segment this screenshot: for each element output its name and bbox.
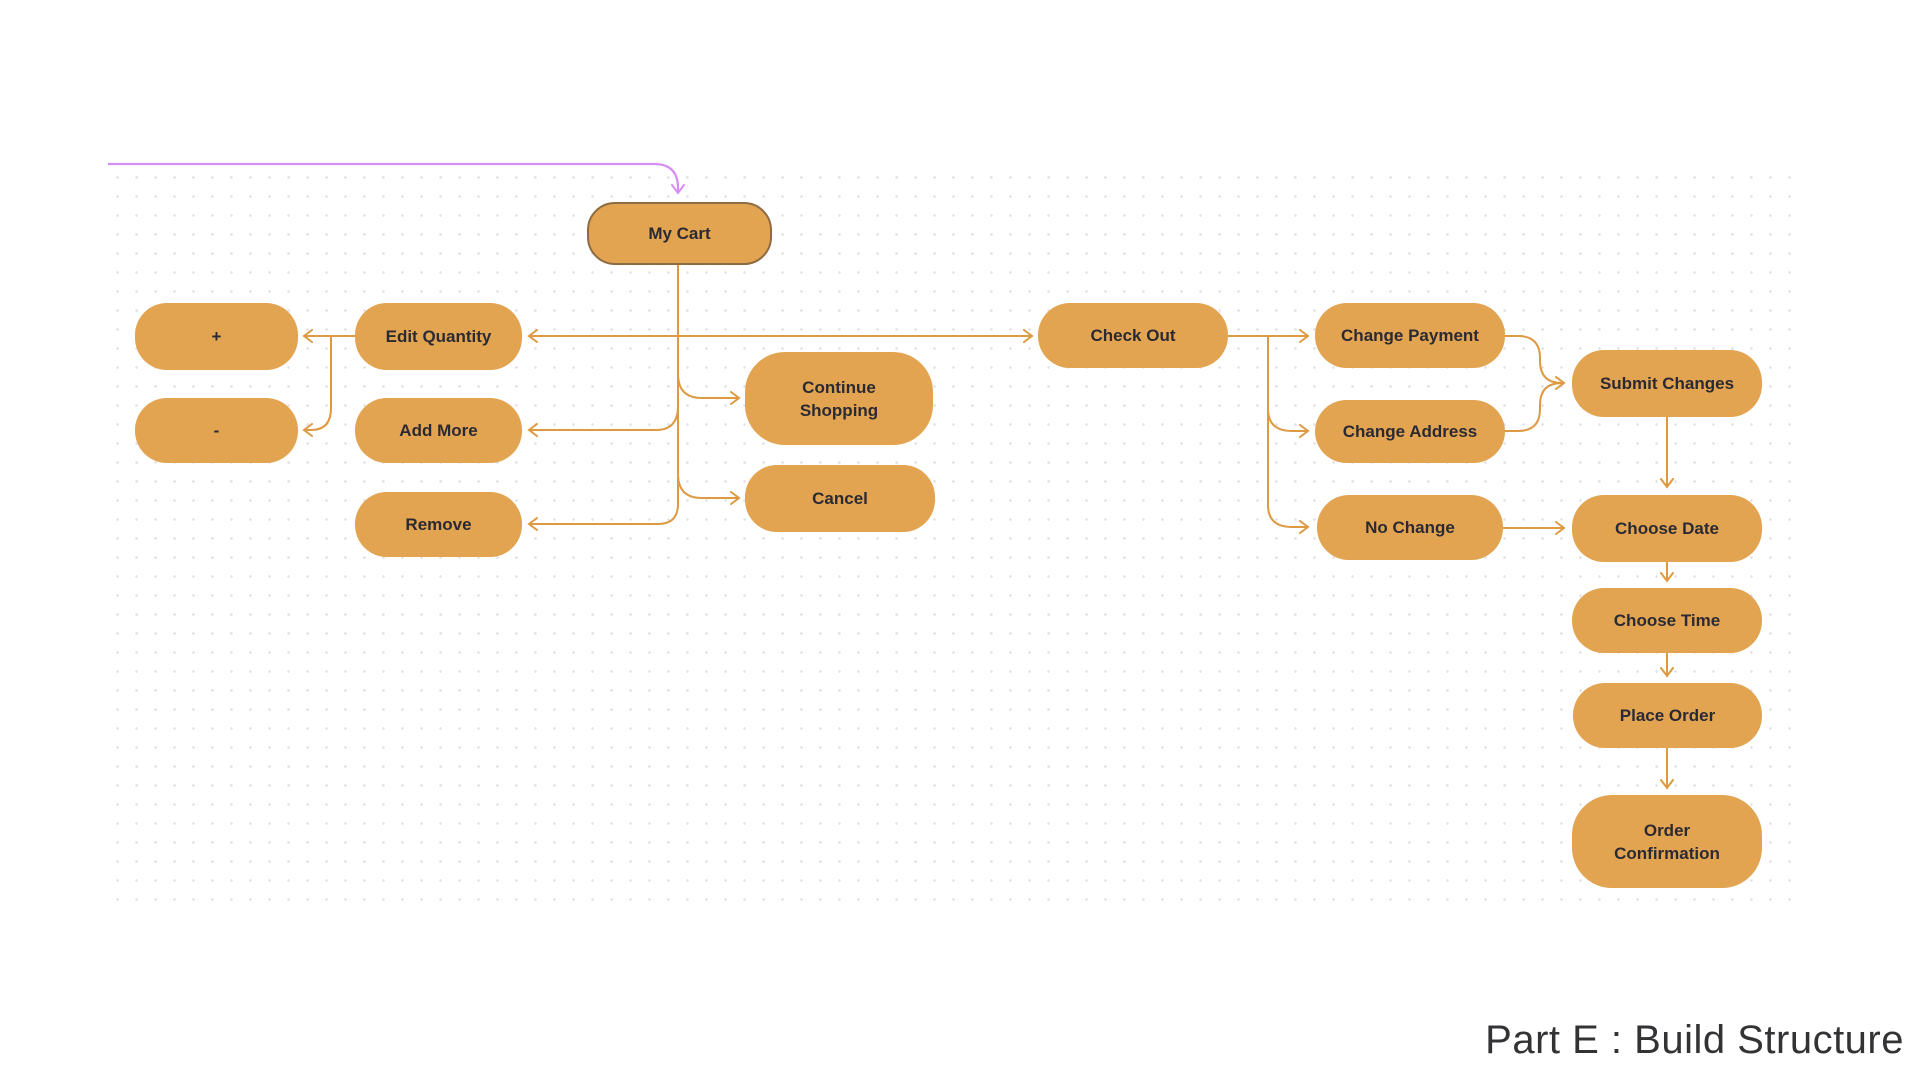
caption: Part E : Build Structure: [1485, 1018, 1904, 1062]
node-plus[interactable]: +: [135, 303, 298, 370]
node-edit-quantity[interactable]: Edit Quantity: [355, 303, 522, 370]
node-continue-shopping[interactable]: Continue Shopping: [745, 352, 933, 445]
node-check-out[interactable]: Check Out: [1038, 303, 1228, 368]
node-change-payment[interactable]: Change Payment: [1315, 303, 1505, 368]
node-place-order[interactable]: Place Order: [1573, 683, 1762, 748]
node-no-change[interactable]: No Change: [1317, 495, 1503, 560]
node-cancel[interactable]: Cancel: [745, 465, 935, 532]
node-remove[interactable]: Remove: [355, 492, 522, 557]
node-order-confirmation[interactable]: Order Confirmation: [1572, 795, 1762, 888]
node-choose-time[interactable]: Choose Time: [1572, 588, 1762, 653]
node-minus[interactable]: -: [135, 398, 298, 463]
node-add-more[interactable]: Add More: [355, 398, 522, 463]
node-submit-changes[interactable]: Submit Changes: [1572, 350, 1762, 417]
node-change-address[interactable]: Change Address: [1315, 400, 1505, 463]
node-my-cart[interactable]: My Cart: [587, 202, 772, 265]
node-choose-date[interactable]: Choose Date: [1572, 495, 1762, 562]
